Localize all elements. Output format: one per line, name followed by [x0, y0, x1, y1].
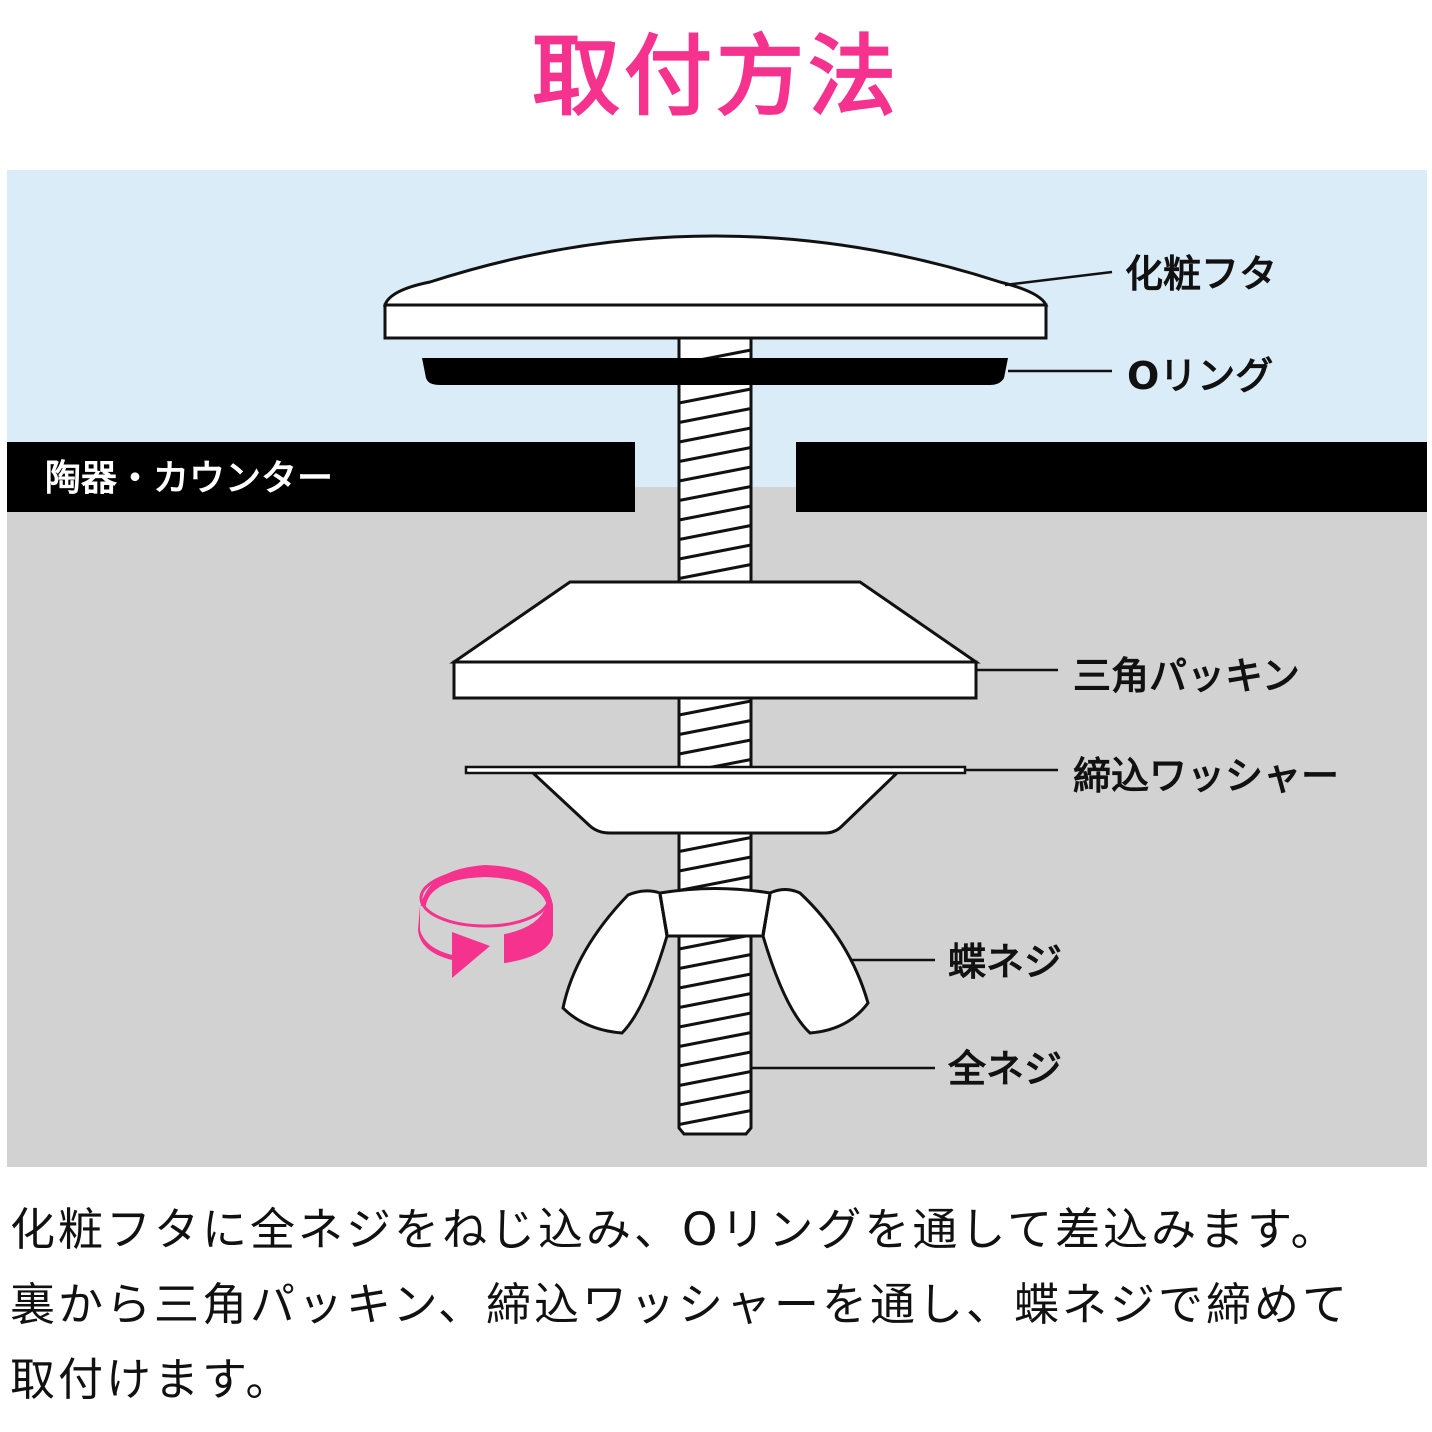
thread-line: [678, 953, 752, 970]
counter-left: [7, 442, 635, 512]
threaded-rod-label: 全ネジ: [947, 1047, 1062, 1091]
thread-line: [678, 563, 752, 580]
threaded-rod: [677, 336, 753, 1136]
thread-line: [678, 972, 752, 990]
thread-line: [678, 1109, 752, 1126]
thread-line: [678, 485, 752, 502]
decorative-cap: [382, 234, 1049, 340]
thread-line: [678, 524, 752, 541]
leader-lines: [751, 270, 1113, 1070]
thread-line: [678, 1089, 752, 1107]
washer-label: 締込ワッシャー: [1073, 754, 1339, 798]
thread-line: [678, 1050, 752, 1068]
rotate-arrow-icon: [418, 864, 553, 978]
thread-line: [678, 992, 752, 1009]
cap-label: 化粧フタ: [1125, 252, 1277, 296]
thread-line: [678, 407, 752, 424]
triangle-packing-label: 三角パッキン: [1073, 654, 1300, 698]
page-title: 取付方法: [531, 25, 900, 128]
thread-line: [678, 465, 752, 483]
thread-line: [678, 738, 752, 756]
instruction-line: 化粧フタに全ネジをねじ込み、Oリングを通して差込みます。: [10, 1203, 1339, 1256]
thread-line: [678, 504, 752, 522]
instruction-line: 取付けます。: [10, 1353, 294, 1406]
instruction-line: 裏から三角パッキン、締込ワッシャーを通し、蝶ネジで締めて: [10, 1278, 1350, 1331]
thread-line: [678, 426, 752, 444]
thread-line: [678, 446, 752, 463]
thread-line: [678, 719, 752, 736]
thread-line: [678, 836, 752, 853]
wing-nut-label: 蝶ネジ: [948, 940, 1062, 984]
counter-label: 陶器・カウンター: [45, 458, 333, 499]
thread-line: [678, 699, 752, 717]
thread-line: [678, 1031, 752, 1048]
wing-nut: [561, 887, 870, 1035]
thread-line: [678, 387, 752, 405]
instructions-text: 化粧フタに全ネジをねじ込み、Oリングを通して差込みます。 裏から三角パッキン、締…: [10, 1192, 1350, 1417]
thread-line: [678, 543, 752, 561]
o-ring: [422, 358, 1008, 385]
counter-right: [796, 442, 1427, 512]
o-ring-label: Oリング: [1127, 354, 1273, 398]
triangle-packing: [449, 580, 981, 700]
thread-line: [678, 1011, 752, 1029]
thread-line: [678, 855, 752, 873]
thread-line: [678, 1070, 752, 1087]
